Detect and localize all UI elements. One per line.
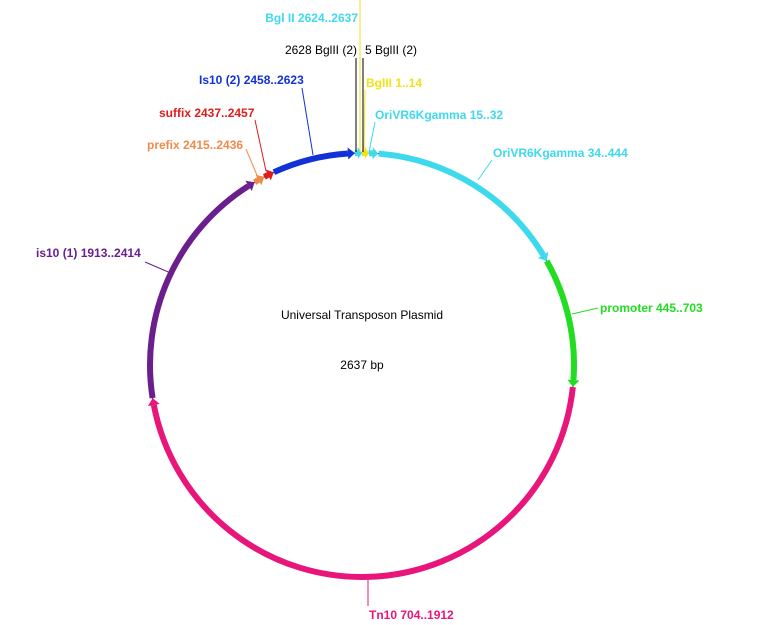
leader-bglii-1 — [363, 89, 366, 153]
label-orivr6kgamma-15-32: OriVR6Kgamma 15..32 — [375, 108, 503, 122]
leader-is10-1 — [144, 261, 174, 275]
leader-promoter — [571, 307, 599, 315]
label-tn10-704-1912: Tn10 704..1912 — [369, 608, 454, 622]
plasmid-size: 2637 bp — [340, 358, 384, 372]
feature-labels: Bgl II 2624..2637 2628 BglII (2) 5 BglII… — [36, 11, 703, 622]
feat-is10-1-1913-2414-arc — [147, 183, 251, 399]
label-bglii-1-14: BglII 1..14 — [366, 76, 422, 90]
feat-bglii-2624-2637-arrowhead — [357, 147, 362, 160]
plasmid-name: Universal Transposon Plasmid — [281, 308, 443, 322]
feat-orivr6kgamma-15-32-arrowhead — [372, 147, 379, 160]
label-is10-1-1913-2414: is10 (1) 1913..2414 — [36, 246, 141, 260]
feat-is10-1-1913-2414-arrowhead — [245, 180, 255, 191]
leader-is10-2 — [301, 87, 314, 156]
leader-orivr6k-15 — [368, 121, 376, 153]
feat-is10-2-2458-2623-arrowhead — [347, 147, 355, 160]
feat-suffix-2437-2457-arrowhead — [265, 169, 274, 181]
feat-orivr6kgamma-34-444-arc — [378, 150, 546, 257]
feat-promoter-445-703-arc — [544, 259, 577, 381]
label-bglii-2624-2637: Bgl II 2624..2637 — [265, 11, 358, 25]
leader-suffix — [254, 119, 267, 172]
feat-bglii-1-14-arrowhead — [364, 147, 370, 160]
leader-orivr6k-34 — [477, 159, 493, 181]
feat-suffix-2437-2457-arc — [262, 172, 270, 180]
label-orivr6kgamma-34-444: OriVR6Kgamma 34..444 — [493, 146, 628, 160]
label-site-5-bglii: 5 BglII (2) — [365, 43, 417, 57]
label-suffix-2437-2457: suffix 2437..2457 — [159, 106, 255, 120]
feature-arcs — [147, 147, 580, 580]
feat-promoter-445-703-arrowhead — [567, 379, 580, 388]
label-prefix-2415-2436: prefix 2415..2436 — [147, 138, 243, 152]
label-promoter-445-703: promoter 445..703 — [600, 301, 703, 315]
feat-tn10-704-1912-arc — [150, 386, 576, 580]
feat-prefix-2415-2436-arc — [253, 177, 260, 185]
feat-is10-2-2458-2623-arc — [272, 150, 349, 175]
leader-lines — [144, 0, 599, 606]
label-site-2628-bglii: 2628 BglII (2) — [285, 43, 357, 57]
feat-tn10-704-1912-arrowhead — [147, 398, 160, 407]
leader-prefix — [245, 148, 260, 181]
label-is10-2-2458-2623: Is10 (2) 2458..2623 — [199, 73, 304, 87]
feat-orivr6kgamma-34-444-arrowhead — [538, 251, 549, 261]
